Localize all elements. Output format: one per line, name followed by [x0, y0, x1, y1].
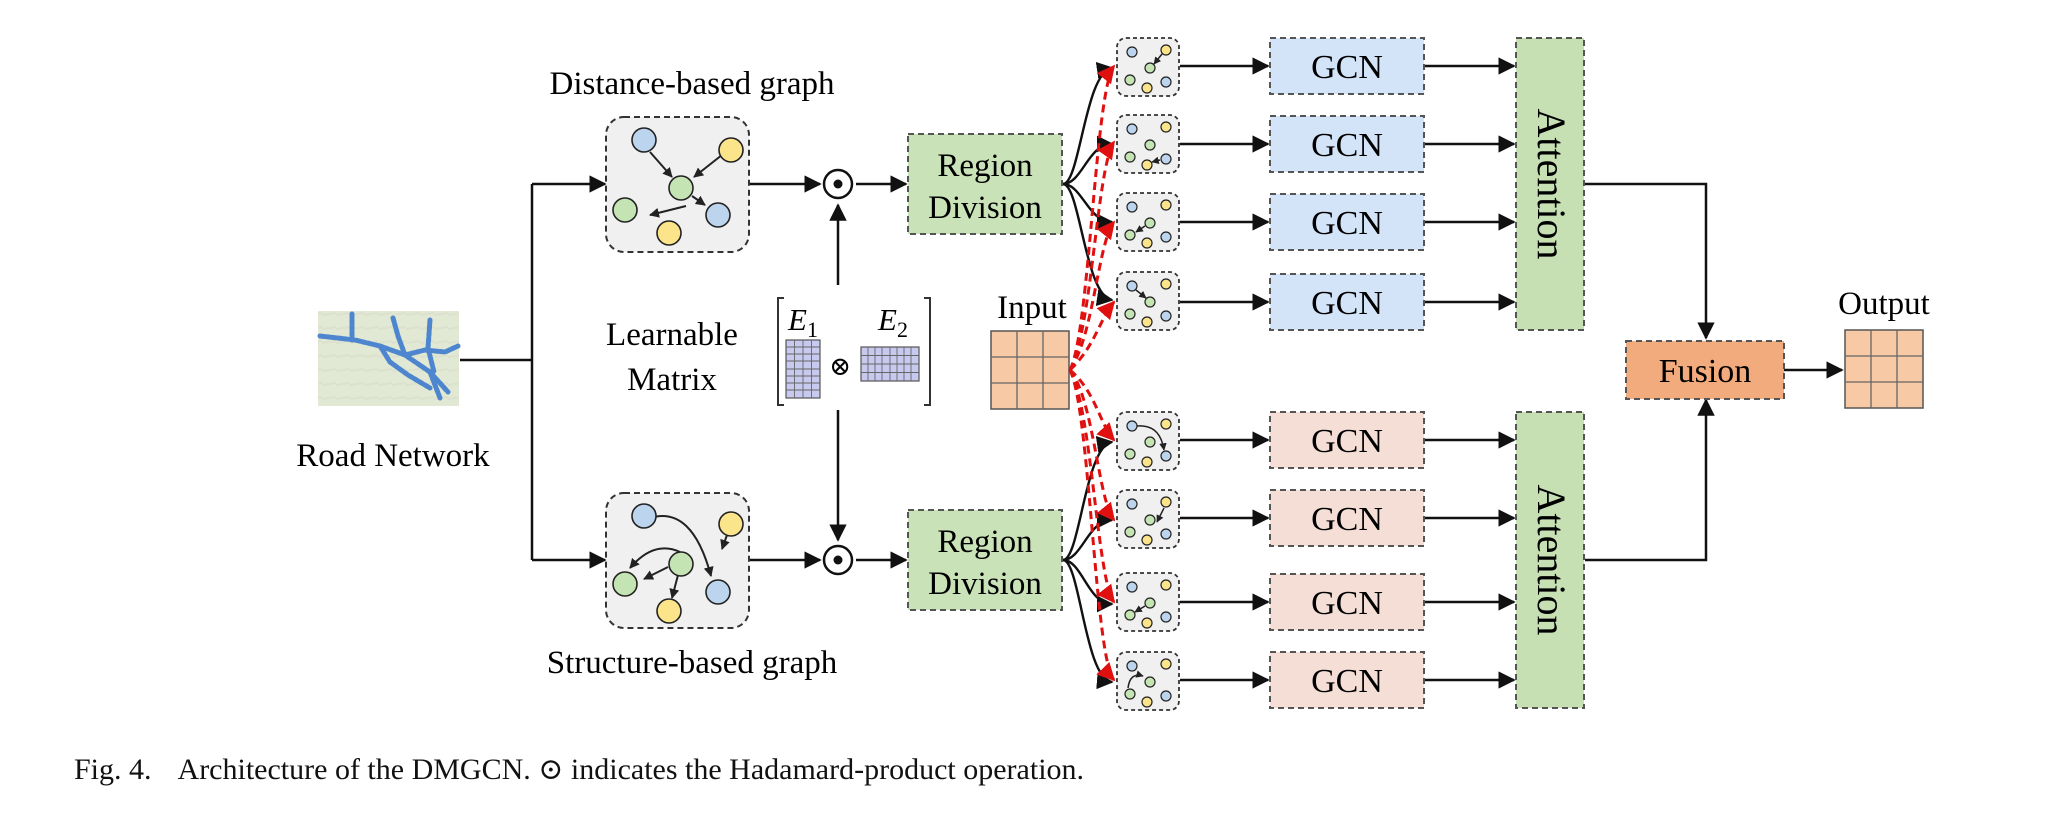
figure-number: Fig. 4.	[74, 753, 152, 786]
input-label: Input	[997, 290, 1067, 326]
svg-text:Division: Division	[928, 566, 1042, 602]
hadamard-operator-bottom	[822, 544, 854, 576]
region-division-top: Region Division	[907, 133, 1063, 235]
figure-caption: Fig. 4. Architecture of the DMGCN. ⊙ indi…	[74, 752, 1084, 787]
output-grid	[1844, 329, 1924, 409]
road-network-label: Road Network	[296, 438, 490, 474]
gcn-bottom-4: GCN	[1269, 651, 1425, 709]
gcn-top-1: GCN	[1269, 37, 1425, 95]
subgraph-top-4	[1116, 271, 1180, 331]
learnable-matrix	[777, 297, 931, 406]
attention-top: Attention	[1515, 37, 1585, 331]
gcn-top-3: GCN	[1269, 193, 1425, 251]
otimes-symbol: ⊗	[829, 352, 851, 381]
gcn-bottom-3: GCN	[1269, 573, 1425, 631]
gcn-to-attention-arrows	[1425, 57, 1516, 689]
svg-text:Attention: Attention	[1529, 108, 1574, 259]
input-grid	[990, 330, 1070, 410]
gcn-top-4: GCN	[1269, 273, 1425, 331]
subgraph-to-gcn-arrows	[1180, 57, 1270, 689]
attention-to-fusion-arrows	[1585, 182, 1844, 562]
svg-text:Attention: Attention	[1529, 484, 1574, 635]
svg-text:Region: Region	[937, 148, 1032, 184]
svg-text:GCN: GCN	[1311, 205, 1383, 242]
e2-matrix	[860, 346, 920, 382]
graph-to-hadamard-arrows	[750, 175, 908, 569]
svg-text:Division: Division	[928, 190, 1042, 226]
svg-text:GCN: GCN	[1311, 285, 1383, 322]
e1-label: E1	[787, 302, 818, 342]
svg-text:GCN: GCN	[1311, 501, 1383, 538]
fusion-box: Fusion	[1625, 340, 1785, 400]
svg-text:GCN: GCN	[1311, 127, 1383, 164]
svg-text:Fusion: Fusion	[1659, 353, 1752, 390]
map-split-connector	[460, 175, 607, 569]
road-network-map	[317, 311, 461, 406]
subgraph-top-1	[1116, 37, 1180, 97]
gcn-bottom-2: GCN	[1269, 489, 1425, 547]
gcn-top-2: GCN	[1269, 115, 1425, 173]
distance-graph-box	[605, 116, 750, 253]
subgraph-bottom-4	[1116, 651, 1180, 711]
input-fanout-dashed	[1068, 64, 1116, 682]
gcn-bottom-1: GCN	[1269, 411, 1425, 469]
svg-text:GCN: GCN	[1311, 585, 1383, 622]
svg-text:GCN: GCN	[1311, 49, 1383, 86]
attention-bottom: Attention	[1515, 411, 1585, 709]
learnable-label-line2: Matrix	[627, 362, 717, 398]
svg-text:GCN: GCN	[1311, 663, 1383, 700]
subgraph-top-2	[1116, 114, 1180, 174]
svg-text:GCN: GCN	[1311, 423, 1383, 460]
output-label: Output	[1838, 286, 1930, 322]
subgraph-bottom-3	[1116, 572, 1180, 632]
e2-label: E2	[877, 302, 908, 342]
subgraph-bottom-2	[1116, 489, 1180, 549]
subgraph-top-3	[1116, 192, 1180, 252]
structure-graph-title: Structure-based graph	[547, 645, 838, 681]
subgraph-bottom-1	[1116, 411, 1180, 471]
distance-graph-title: Distance-based graph	[550, 66, 835, 102]
hadamard-operator-top	[822, 168, 854, 200]
e1-matrix	[785, 339, 821, 399]
learnable-label-line1: Learnable	[606, 317, 738, 353]
svg-text:Region: Region	[937, 524, 1032, 560]
caption-text: Architecture of the DMGCN. ⊙ indicates t…	[177, 753, 1085, 786]
region-division-bottom: Region Division	[907, 509, 1063, 611]
structure-graph-box	[605, 492, 750, 629]
